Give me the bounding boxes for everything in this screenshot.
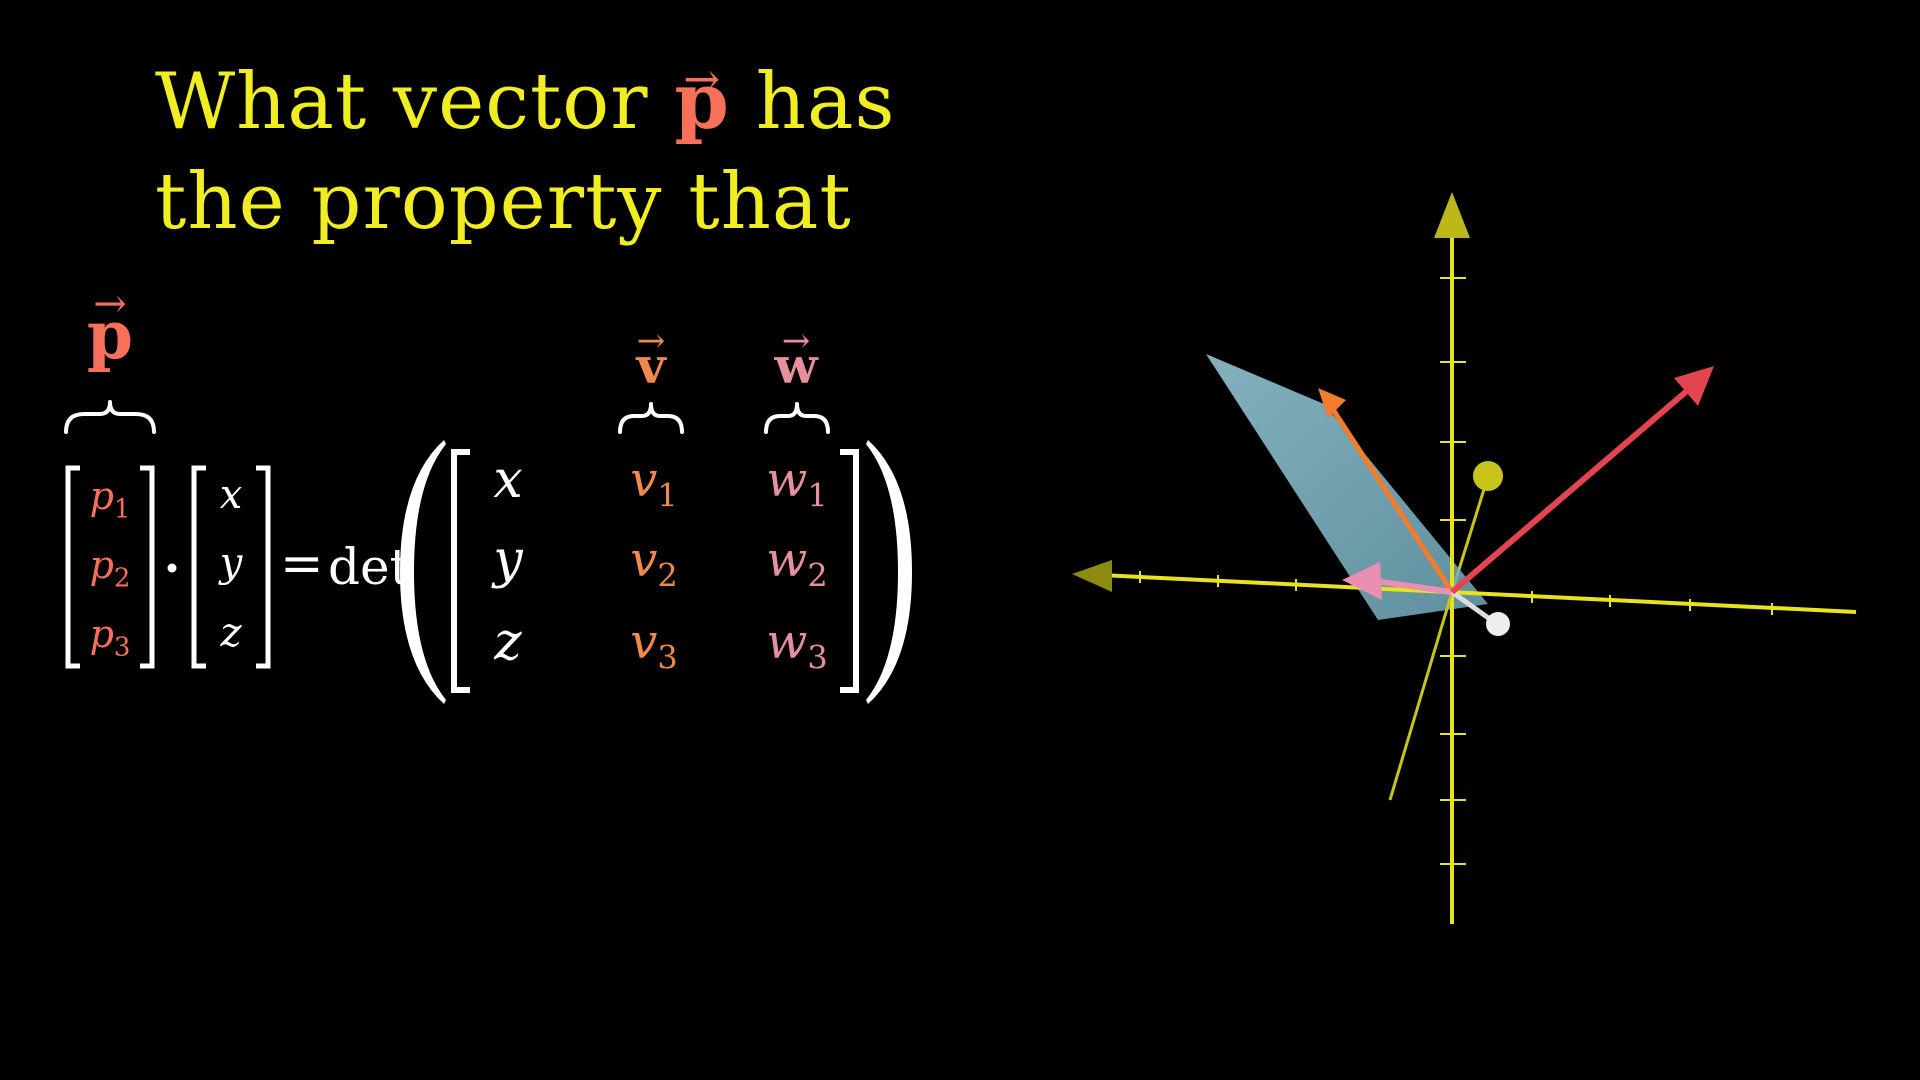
- title-line-2: the property that: [155, 157, 852, 247]
- y-axis-ticks: [1440, 277, 1466, 865]
- p-entry-3: p3: [89, 612, 131, 663]
- vector-arrow-icon: →: [636, 321, 666, 361]
- equals-sign: =: [280, 534, 324, 594]
- left-bracket-p-icon: [65, 465, 80, 669]
- matrix-entry-v2: v2: [630, 532, 678, 595]
- arrow-p-icon: [1450, 387, 1690, 595]
- arrow-small-icon: [1450, 589, 1496, 625]
- right-bracket-matrix-icon: [840, 449, 859, 693]
- vector-arrow-icon: →: [683, 54, 722, 105]
- matrix-entry-x: x: [493, 450, 523, 510]
- det-operator: det: [328, 538, 410, 596]
- matrix-entry-v1: v1: [630, 452, 678, 515]
- title-text-before: What vector: [155, 57, 649, 147]
- title-line-1: What vector →p has: [155, 52, 895, 152]
- equation: → p → v → w: [0, 0, 1000, 800]
- matrix-entry-w1: w1: [766, 452, 828, 515]
- arrow-v-head-icon: [1318, 388, 1346, 418]
- title-text-after: has: [755, 57, 896, 147]
- left-paren-icon: [400, 440, 446, 704]
- depth-axis-tip-icon: [1473, 461, 1503, 491]
- p-entry-2: p2: [89, 543, 131, 594]
- y-axis-arrowhead-icon: [1434, 192, 1470, 238]
- z-axis-icon: [1388, 591, 1454, 801]
- brace-v-icon: [618, 402, 684, 434]
- xyz-entry-x: x: [219, 472, 243, 518]
- title-vector-p: →p: [674, 54, 730, 147]
- brace-w-icon: [764, 402, 830, 434]
- question-title: What vector →p has the property that: [155, 52, 895, 252]
- brace-p-icon: [64, 400, 156, 434]
- arrow-v-icon: [1329, 406, 1455, 594]
- plane-icon: [1206, 354, 1488, 620]
- label-p: → p: [86, 281, 134, 374]
- vector-arrow-icon: →: [781, 321, 811, 361]
- xyz-entry-z: z: [220, 610, 242, 656]
- label-v: → v: [636, 321, 666, 395]
- matrix-entry-z: z: [494, 612, 522, 672]
- 3d-scene: [1072, 192, 1857, 924]
- arrow-w-icon: [1367, 577, 1453, 595]
- matrix-entry-w3: w3: [766, 614, 828, 677]
- xyz-entry-y: y: [219, 540, 243, 586]
- left-bracket-xyz-icon: [191, 465, 206, 669]
- p-entry-1: p1: [89, 474, 131, 525]
- arrow-w-head-icon: [1342, 562, 1382, 600]
- matrix-entry-y: y: [493, 530, 523, 590]
- arrow-p-head-icon: [1674, 366, 1714, 406]
- x-axis-ticks: [1139, 571, 1773, 615]
- equation-delimiters: [64, 400, 912, 704]
- matrix-entry-v3: v3: [630, 614, 678, 677]
- right-paren-icon: [866, 440, 912, 704]
- arrow-small-head-icon: [1486, 612, 1510, 636]
- right-bracket-p-icon: [140, 465, 155, 669]
- left-bracket-matrix-icon: [451, 449, 470, 693]
- matrix-entry-w2: w2: [766, 532, 828, 595]
- right-bracket-xyz-icon: [256, 465, 271, 669]
- x-axis-arrowhead-icon: [1072, 560, 1112, 592]
- x-axis-icon: [1079, 572, 1857, 614]
- vector-arrow-icon: →: [93, 281, 127, 327]
- label-w: → w: [774, 321, 818, 395]
- dot-product-icon: [167, 563, 177, 573]
